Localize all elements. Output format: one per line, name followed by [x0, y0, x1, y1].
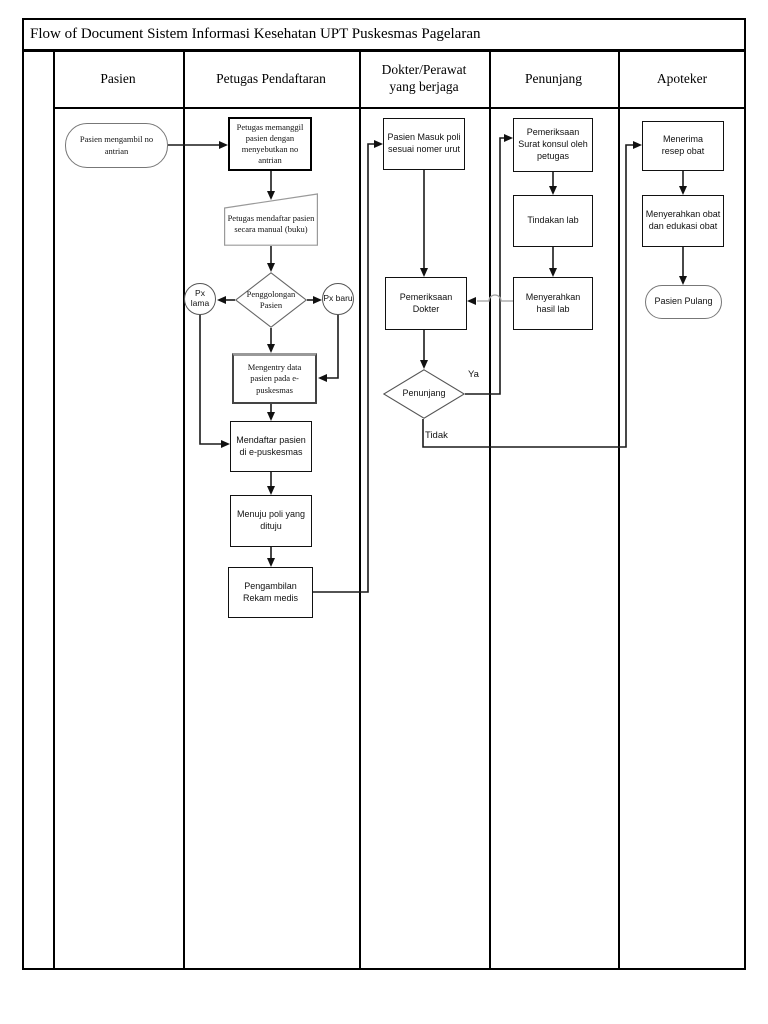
node-menuju-poli-label: Menuju poli yang dituju — [236, 509, 306, 531]
lane-divider-3 — [489, 50, 491, 970]
node-pulang: Pasien Pulang — [645, 285, 722, 319]
decision-diamond-shape — [235, 272, 307, 328]
node-pulang-label: Pasien Pulang — [654, 296, 713, 307]
node-rekam-medis: Pengambilan Rekam medis — [228, 567, 313, 618]
node-rekam-medis-label: Pengambilan Rekam medis — [242, 580, 298, 603]
node-serah-obat-label: Menyerahkan obat dan edukasi obat — [645, 209, 721, 231]
node-periksa-dokter: Pemeriksaan Dokter — [385, 277, 467, 330]
node-hasil-lab-label: Menyerahkan hasil lab — [525, 291, 581, 314]
node-terima-resep: Menerima resep obat — [642, 121, 724, 171]
node-entry-label: Mengentry data pasien pada e-puskesmas — [247, 362, 302, 395]
node-menuju-poli: Menuju poli yang dituju — [230, 495, 312, 547]
node-start-label: Pasien mengambil no antrian — [79, 134, 154, 156]
node-px-lama-label: Px lama — [190, 288, 210, 308]
node-surat-konsul: Pemeriksaan Surat konsul oleh petugas — [513, 118, 593, 172]
node-classify-label: Penggolongan Pasien — [246, 288, 296, 310]
lane-divider-2 — [359, 50, 361, 970]
node-surat-konsul-label: Pemeriksaan Surat konsul oleh petugas — [518, 127, 588, 161]
node-masuk-poli: Pasien Masuk poli sesuai nomer urut — [383, 118, 465, 170]
node-call: Petugas memanggil pasien dengan menyebut… — [228, 117, 312, 171]
lane-divider-4 — [618, 50, 620, 970]
node-tindakan-lab: Tindakan lab — [513, 195, 593, 247]
node-tindakan-lab-label: Tindakan lab — [527, 215, 579, 226]
lane-header-penunjang: Penunjang — [525, 70, 582, 86]
node-entry: Mengentry data pasien pada e-puskesmas — [232, 353, 317, 404]
node-call-label: Petugas memanggil pasien dengan menyebut… — [236, 121, 304, 166]
lane-header-apoteker: Apoteker — [656, 70, 708, 86]
node-masuk-poli-label: Pasien Masuk poli sesuai nomer urut — [387, 132, 461, 154]
edge-label-tidak: Tidak — [425, 430, 448, 441]
node-start: Pasien mengambil no antrian — [65, 123, 168, 168]
node-classify: Penggolongan Pasien — [235, 272, 307, 328]
node-px-baru-label: Px baru — [323, 293, 353, 304]
lane-header-petugas: Petugas Pendaftaran — [216, 70, 326, 86]
lane-header-pasien: Pasien — [100, 70, 136, 86]
lane-header-dokter: Dokter/Perawat yang berjaga — [381, 62, 467, 94]
node-manual-register: Petugas mendaftar pasien secara manual (… — [224, 192, 318, 246]
node-hasil-lab: Menyerahkan hasil lab — [513, 277, 593, 330]
node-penunjang-check-label: Penunjang — [402, 388, 446, 399]
lane-divider-0 — [53, 50, 55, 970]
node-periksa-dokter-label: Pemeriksaan Dokter — [399, 291, 453, 314]
header-divider — [53, 107, 746, 109]
edge-label-ya: Ya — [468, 369, 479, 380]
title-divider — [22, 49, 746, 52]
node-register-label: Mendaftar pasien di e-puskesmas — [236, 434, 306, 457]
node-terima-resep-label: Menerima resep obat — [661, 134, 705, 156]
node-serah-obat: Menyerahkan obat dan edukasi obat — [642, 195, 724, 247]
node-manual-label: Petugas mendaftar pasien secara manual (… — [227, 212, 315, 234]
node-px-lama: Px lama — [184, 283, 216, 315]
page-title: Flow of Document Sistem Informasi Keseha… — [30, 26, 481, 42]
node-register: Mendaftar pasien di e-puskesmas — [230, 421, 312, 472]
node-px-baru: Px baru — [322, 283, 354, 315]
lane-divider-1 — [183, 50, 185, 970]
node-penunjang-check: Penunjang — [383, 369, 465, 419]
